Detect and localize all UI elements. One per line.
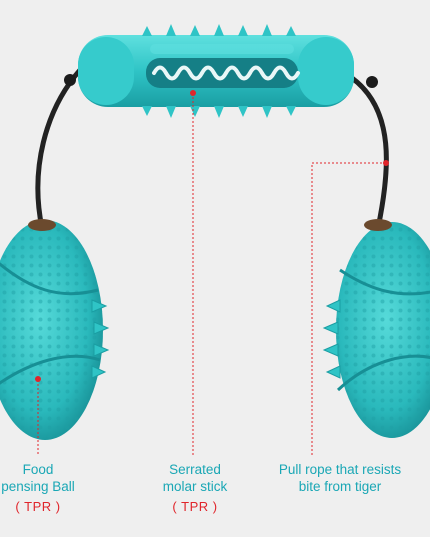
label-rope-line1: Pull rope that resists: [278, 462, 402, 477]
pull-rope: [35, 67, 389, 231]
label-ball-material: ( TPR ): [15, 499, 61, 514]
label-rope-line2: bite from tiger: [298, 479, 382, 494]
label-ball-line2: pensing Ball: [1, 479, 75, 494]
label-ball-line1: Food: [22, 462, 54, 477]
label-stick-line1: Serrated: [169, 462, 221, 477]
label-food-dispensing-ball: Food pensing Ball ( TPR ): [0, 461, 98, 515]
label-stick-line2: molar stick: [162, 479, 228, 494]
label-stick-material: ( TPR ): [172, 499, 218, 514]
food-dispensing-ball-left: [0, 219, 110, 440]
food-dispensing-ball-right: [322, 219, 430, 438]
molar-stick: [78, 24, 354, 118]
label-serrated-molar-stick: Serrated molar stick ( TPR ): [130, 461, 260, 515]
label-pull-rope: Pull rope that resists bite from tiger: [255, 461, 425, 495]
callout-pointers: [35, 90, 389, 455]
